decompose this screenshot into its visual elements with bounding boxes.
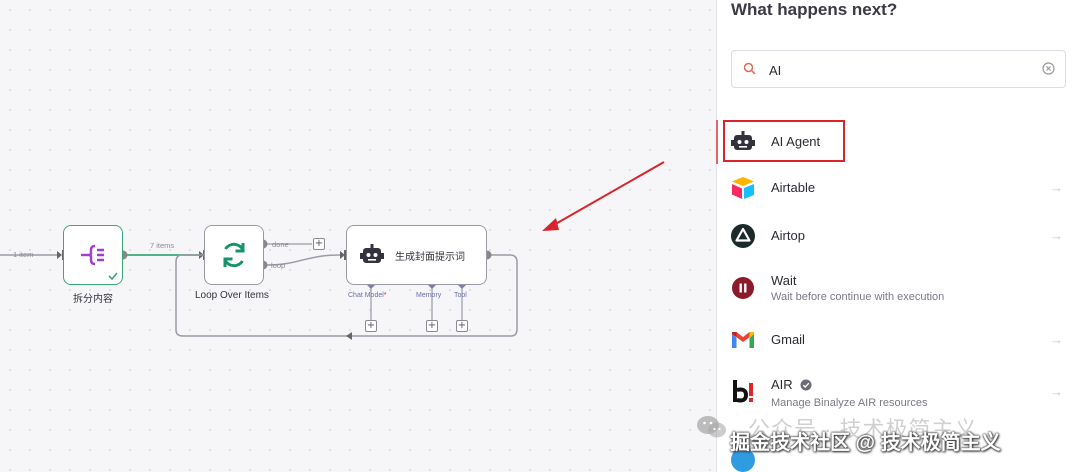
edge-label-loop: loop bbox=[271, 261, 286, 270]
tool-label: Tool bbox=[454, 292, 467, 299]
result-ai-agent[interactable]: AI Agent bbox=[727, 120, 1067, 164]
robot-icon bbox=[360, 244, 384, 263]
pause-icon bbox=[732, 277, 754, 299]
result-wait[interactable]: Wait Wait before continue with execution bbox=[727, 266, 1067, 312]
edge-label-incoming: 1 item bbox=[13, 250, 34, 259]
done-add-button[interactable]: + bbox=[313, 238, 325, 250]
node-creator-panel: What happens next? AI Agent bbox=[716, 0, 1080, 472]
result-desc: Manage Binalyze AIR resources bbox=[771, 397, 928, 409]
loop-node-label: Loop Over Items bbox=[195, 290, 269, 301]
arrow-right-icon: → bbox=[1050, 384, 1063, 399]
split-icon bbox=[81, 244, 104, 266]
search-box[interactable] bbox=[731, 50, 1066, 88]
result-airtop[interactable]: Airtop → bbox=[727, 214, 1067, 258]
watermark-line2: 掘金技术社区 @ 技术极简主义 bbox=[730, 432, 1001, 454]
edge-incoming-arrow bbox=[57, 251, 62, 259]
edge-agent-arrow bbox=[340, 251, 345, 259]
agent-node-label: 生成封面提示词 bbox=[395, 251, 465, 263]
result-gmail[interactable]: Gmail → bbox=[727, 318, 1067, 362]
result-desc: Wait before continue with execution bbox=[771, 291, 945, 303]
edge-label-items: 7 items bbox=[150, 241, 175, 250]
result-name: Airtable bbox=[771, 180, 816, 195]
required-mark: * bbox=[383, 292, 387, 299]
watermark-line1: 公众号 · 技术极简主义 bbox=[748, 417, 978, 442]
split-content-node[interactable] bbox=[63, 225, 123, 285]
refresh-icon bbox=[223, 242, 245, 268]
memory-label: Memory bbox=[416, 292, 442, 299]
success-check-icon bbox=[108, 272, 118, 280]
airtable-icon bbox=[732, 177, 754, 199]
memory-add-button[interactable]: + bbox=[426, 320, 438, 332]
edge-label-done: done bbox=[272, 240, 289, 249]
loop-over-items-node[interactable] bbox=[204, 225, 264, 285]
result-name: Airtop bbox=[771, 228, 805, 243]
watermark: 公众号 · 技术极简主义 掘金技术社区 @ 技术极简主义 bbox=[696, 412, 1080, 472]
agent-node[interactable]: 生成封面提示词 bbox=[346, 225, 487, 285]
chat-model-add-button[interactable]: + bbox=[365, 320, 377, 332]
chat-model-label: Chat Model* bbox=[348, 292, 387, 299]
air-name-text: AIR bbox=[771, 377, 793, 392]
annotation-arrow-line bbox=[551, 161, 665, 227]
edge-loop-to-agent bbox=[265, 254, 341, 266]
result-name: AI Agent bbox=[771, 134, 821, 149]
result-air[interactable]: AIR Manage Binalyze AIR resources → bbox=[727, 370, 1067, 416]
robot-icon bbox=[731, 131, 755, 150]
arrow-right-icon: → bbox=[1050, 332, 1063, 347]
wechat-icon bbox=[697, 416, 726, 438]
agent-input-port[interactable] bbox=[344, 250, 347, 260]
annotation-highlight-box bbox=[723, 120, 845, 162]
split-node-label: 拆分内容 bbox=[73, 294, 113, 305]
search-input[interactable] bbox=[767, 59, 1041, 81]
gmail-icon bbox=[732, 332, 754, 348]
search-icon bbox=[743, 62, 756, 75]
annotation-arrow-head bbox=[542, 218, 559, 231]
binalyze-icon bbox=[733, 380, 753, 403]
edge-loop-back-arrow bbox=[346, 332, 352, 340]
tool-add-button[interactable]: + bbox=[456, 320, 468, 332]
result-name: Wait bbox=[771, 273, 797, 288]
panel-title: What happens next? bbox=[731, 0, 898, 19]
result-airtable[interactable]: Airtable → bbox=[727, 166, 1067, 210]
selection-indicator bbox=[716, 120, 718, 164]
airtop-icon bbox=[731, 224, 755, 248]
clear-search-icon[interactable] bbox=[1042, 62, 1055, 75]
cloud-icon bbox=[731, 448, 755, 472]
chat-model-text: Chat Model bbox=[348, 292, 384, 299]
workflow-canvas[interactable]: 1 item 7 items done loop + 拆分内容 Loop Ove… bbox=[0, 0, 716, 472]
arrow-right-icon: → bbox=[1050, 180, 1063, 195]
arrow-right-icon: → bbox=[1050, 228, 1063, 243]
result-name: Gmail bbox=[771, 332, 805, 347]
result-partial[interactable] bbox=[727, 438, 1067, 472]
verified-badge-icon bbox=[800, 379, 812, 391]
result-name: AIR bbox=[771, 377, 812, 392]
